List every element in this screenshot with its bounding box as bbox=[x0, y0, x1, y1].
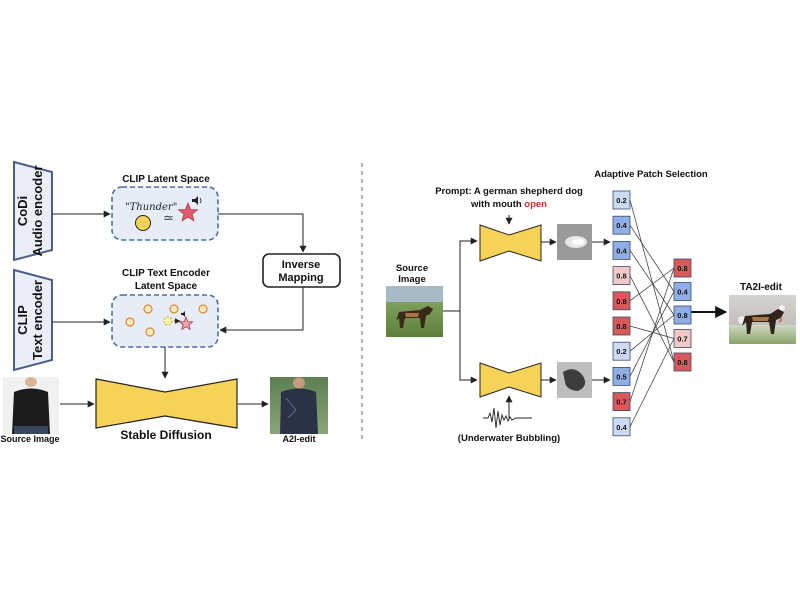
prompt-line2-prefix: with mouth bbox=[470, 199, 524, 210]
patch-cell-value: 0.2 bbox=[616, 196, 626, 205]
selection-line bbox=[629, 314, 675, 352]
text-latent-title-line1: CLIP Text Encoder bbox=[122, 268, 210, 279]
prompt-line2: with mouth open bbox=[470, 199, 547, 210]
audio-caption: (Underwater Bubbling) bbox=[458, 433, 560, 444]
inverse-mapping-line2: Mapping bbox=[278, 272, 323, 284]
star-icon bbox=[177, 201, 199, 222]
speaker-icon bbox=[192, 196, 202, 205]
clip-text-encoder: CLIP Text encoder bbox=[13, 268, 53, 372]
source-label-line2: Image bbox=[398, 274, 425, 285]
selected-patch-cell-value: 0.8 bbox=[677, 264, 687, 273]
clip-latent-title: CLIP Latent Space bbox=[122, 174, 210, 185]
selection-line bbox=[629, 338, 675, 427]
a2i-edit-output-image bbox=[270, 377, 328, 434]
left-arrows bbox=[52, 210, 307, 408]
clip-latent-space-box: "Thunder" ≃ bbox=[111, 186, 219, 241]
stable-diffusion-label: Stable Diffusion bbox=[120, 428, 211, 442]
attention-map-top bbox=[557, 224, 592, 260]
patch-column-selected: 0.8 0.4 0.8 0.7 0.8 bbox=[673, 258, 692, 372]
audio-embedding-circle bbox=[135, 215, 151, 231]
patch-cell-value: 0.8 bbox=[616, 297, 626, 306]
selected-patch-cell-value: 0.7 bbox=[677, 335, 687, 344]
text-embedding-dot bbox=[198, 304, 208, 314]
speaker-icon-small bbox=[181, 311, 185, 317]
patch-cell-value: 0.4 bbox=[616, 423, 627, 432]
codi-audio-encoder: CoDi Audio encoder bbox=[13, 160, 53, 262]
thunder-text: "Thunder" bbox=[125, 202, 177, 213]
ta2i-edit-output-image bbox=[729, 295, 796, 344]
patch-cell-value: 0.8 bbox=[616, 322, 626, 331]
patch-cell-value: 0.5 bbox=[616, 372, 626, 381]
source-person-image bbox=[3, 377, 59, 434]
right-arrows bbox=[443, 215, 728, 418]
approx-symbol: ≃ bbox=[163, 210, 174, 225]
selection-line bbox=[629, 225, 675, 292]
inverse-mapping-line1: Inverse bbox=[282, 259, 321, 271]
selection-line bbox=[629, 325, 675, 339]
text-embedding-dot bbox=[125, 317, 135, 327]
codi-encoder-line2: Audio encoder bbox=[30, 165, 45, 256]
clip-encoder-line2: Text encoder bbox=[30, 280, 45, 360]
source-dog-image bbox=[386, 286, 443, 337]
audio-waveform-icon bbox=[483, 407, 532, 429]
patch-column-candidates: 0.2 0.4 0.4 0.8 0.8 0.8 0.2 0.5 0.7 0.4 bbox=[612, 190, 631, 437]
selection-line bbox=[629, 275, 675, 363]
text-latent-title-line2: Latent Space bbox=[135, 281, 198, 292]
patch-cell-value: 0.4 bbox=[616, 221, 627, 230]
source-label-line1: Source bbox=[396, 263, 428, 274]
selection-line bbox=[629, 199, 675, 363]
source-image-caption: Source Image bbox=[0, 434, 59, 444]
stable-diffusion-unet: Stable Diffusion bbox=[95, 378, 238, 442]
text-latent-space-box bbox=[111, 294, 219, 348]
selected-patch-cell-value: 0.8 bbox=[677, 311, 687, 320]
text-embedding-dot bbox=[143, 304, 153, 314]
inverse-mapping-box: Inverse Mapping bbox=[262, 253, 341, 288]
unet-top bbox=[479, 224, 542, 262]
patch-cell-value: 0.8 bbox=[616, 272, 626, 281]
clip-encoder-line1: CLIP bbox=[15, 305, 30, 335]
selection-line bbox=[629, 267, 675, 402]
text-embedding-dot bbox=[145, 327, 155, 337]
selection-line bbox=[629, 267, 675, 302]
adaptive-patch-selection-title: Adaptive Patch Selection bbox=[594, 169, 708, 180]
attention-map-bottom bbox=[557, 362, 592, 398]
selection-line bbox=[629, 250, 675, 316]
codi-encoder-line1: CoDi bbox=[15, 196, 30, 226]
selected-patch-cell-value: 0.4 bbox=[677, 288, 688, 297]
a2i-edit-caption: A2I-edit bbox=[282, 434, 315, 444]
selected-patch-cell-value: 0.8 bbox=[677, 358, 687, 367]
patch-cell-value: 0.7 bbox=[616, 398, 626, 407]
patch-cell-value: 0.2 bbox=[616, 347, 626, 356]
prompt-keyword-open: open bbox=[524, 199, 547, 210]
patch-selection-lines bbox=[629, 199, 675, 427]
star-icon-target bbox=[178, 315, 194, 331]
text-embedding-dot bbox=[169, 304, 179, 314]
patch-cell-value: 0.4 bbox=[616, 246, 627, 255]
mapped-embedding-dot bbox=[163, 316, 173, 326]
unet-bottom bbox=[479, 362, 542, 398]
prompt-line1: Prompt: A german shepherd dog bbox=[435, 186, 583, 197]
ta2i-edit-caption: TA2I-edit bbox=[740, 282, 783, 293]
